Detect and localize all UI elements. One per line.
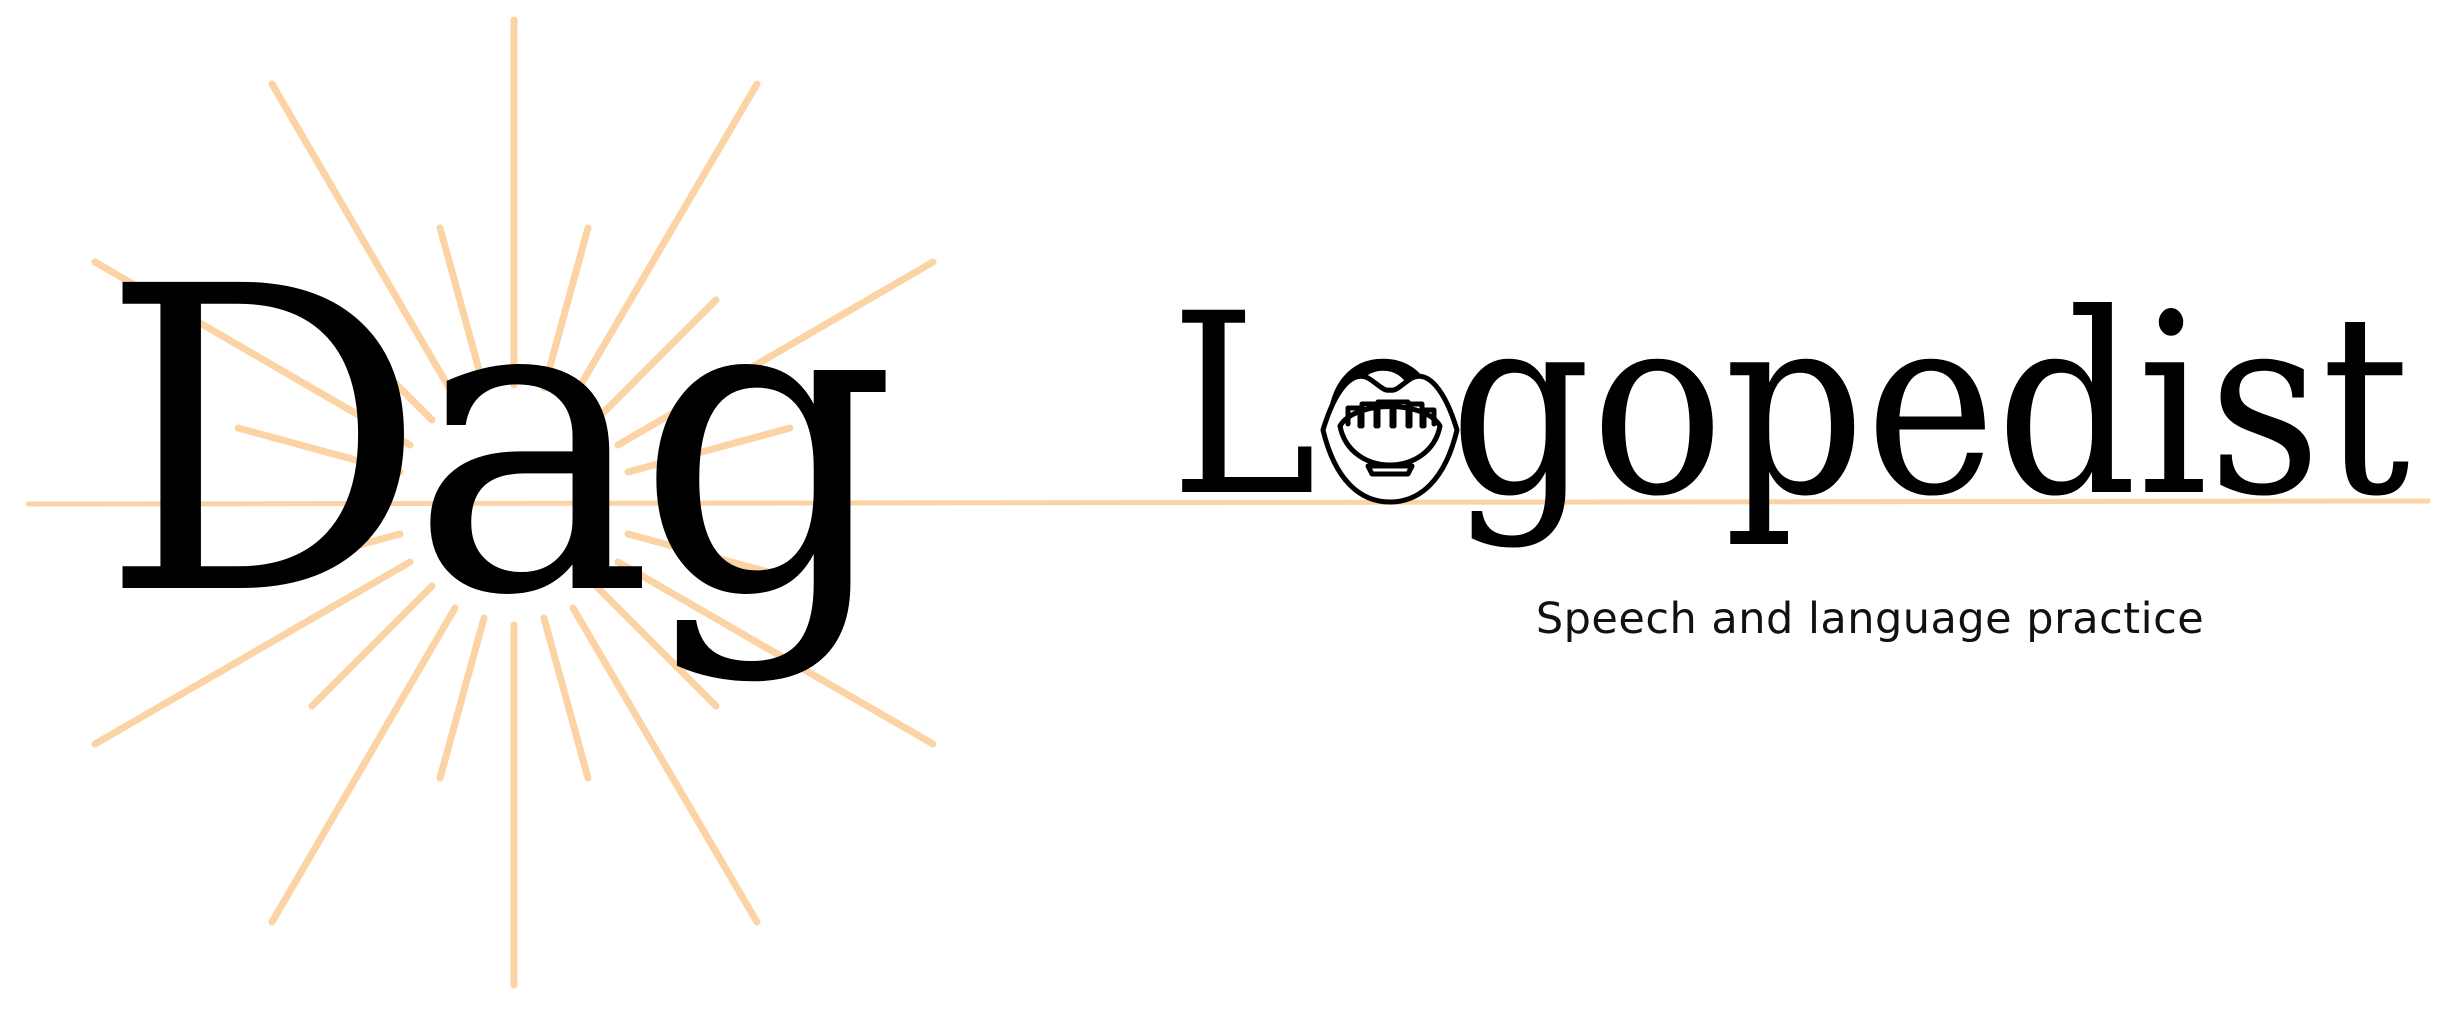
- baseline-rule: [25, 498, 2431, 507]
- monogram-text: Dag: [100, 199, 891, 688]
- open-mouth-icon: [1320, 373, 1460, 505]
- sunburst-icon: [91, 16, 937, 989]
- tagline: Speech and language practice: [1535, 594, 2205, 644]
